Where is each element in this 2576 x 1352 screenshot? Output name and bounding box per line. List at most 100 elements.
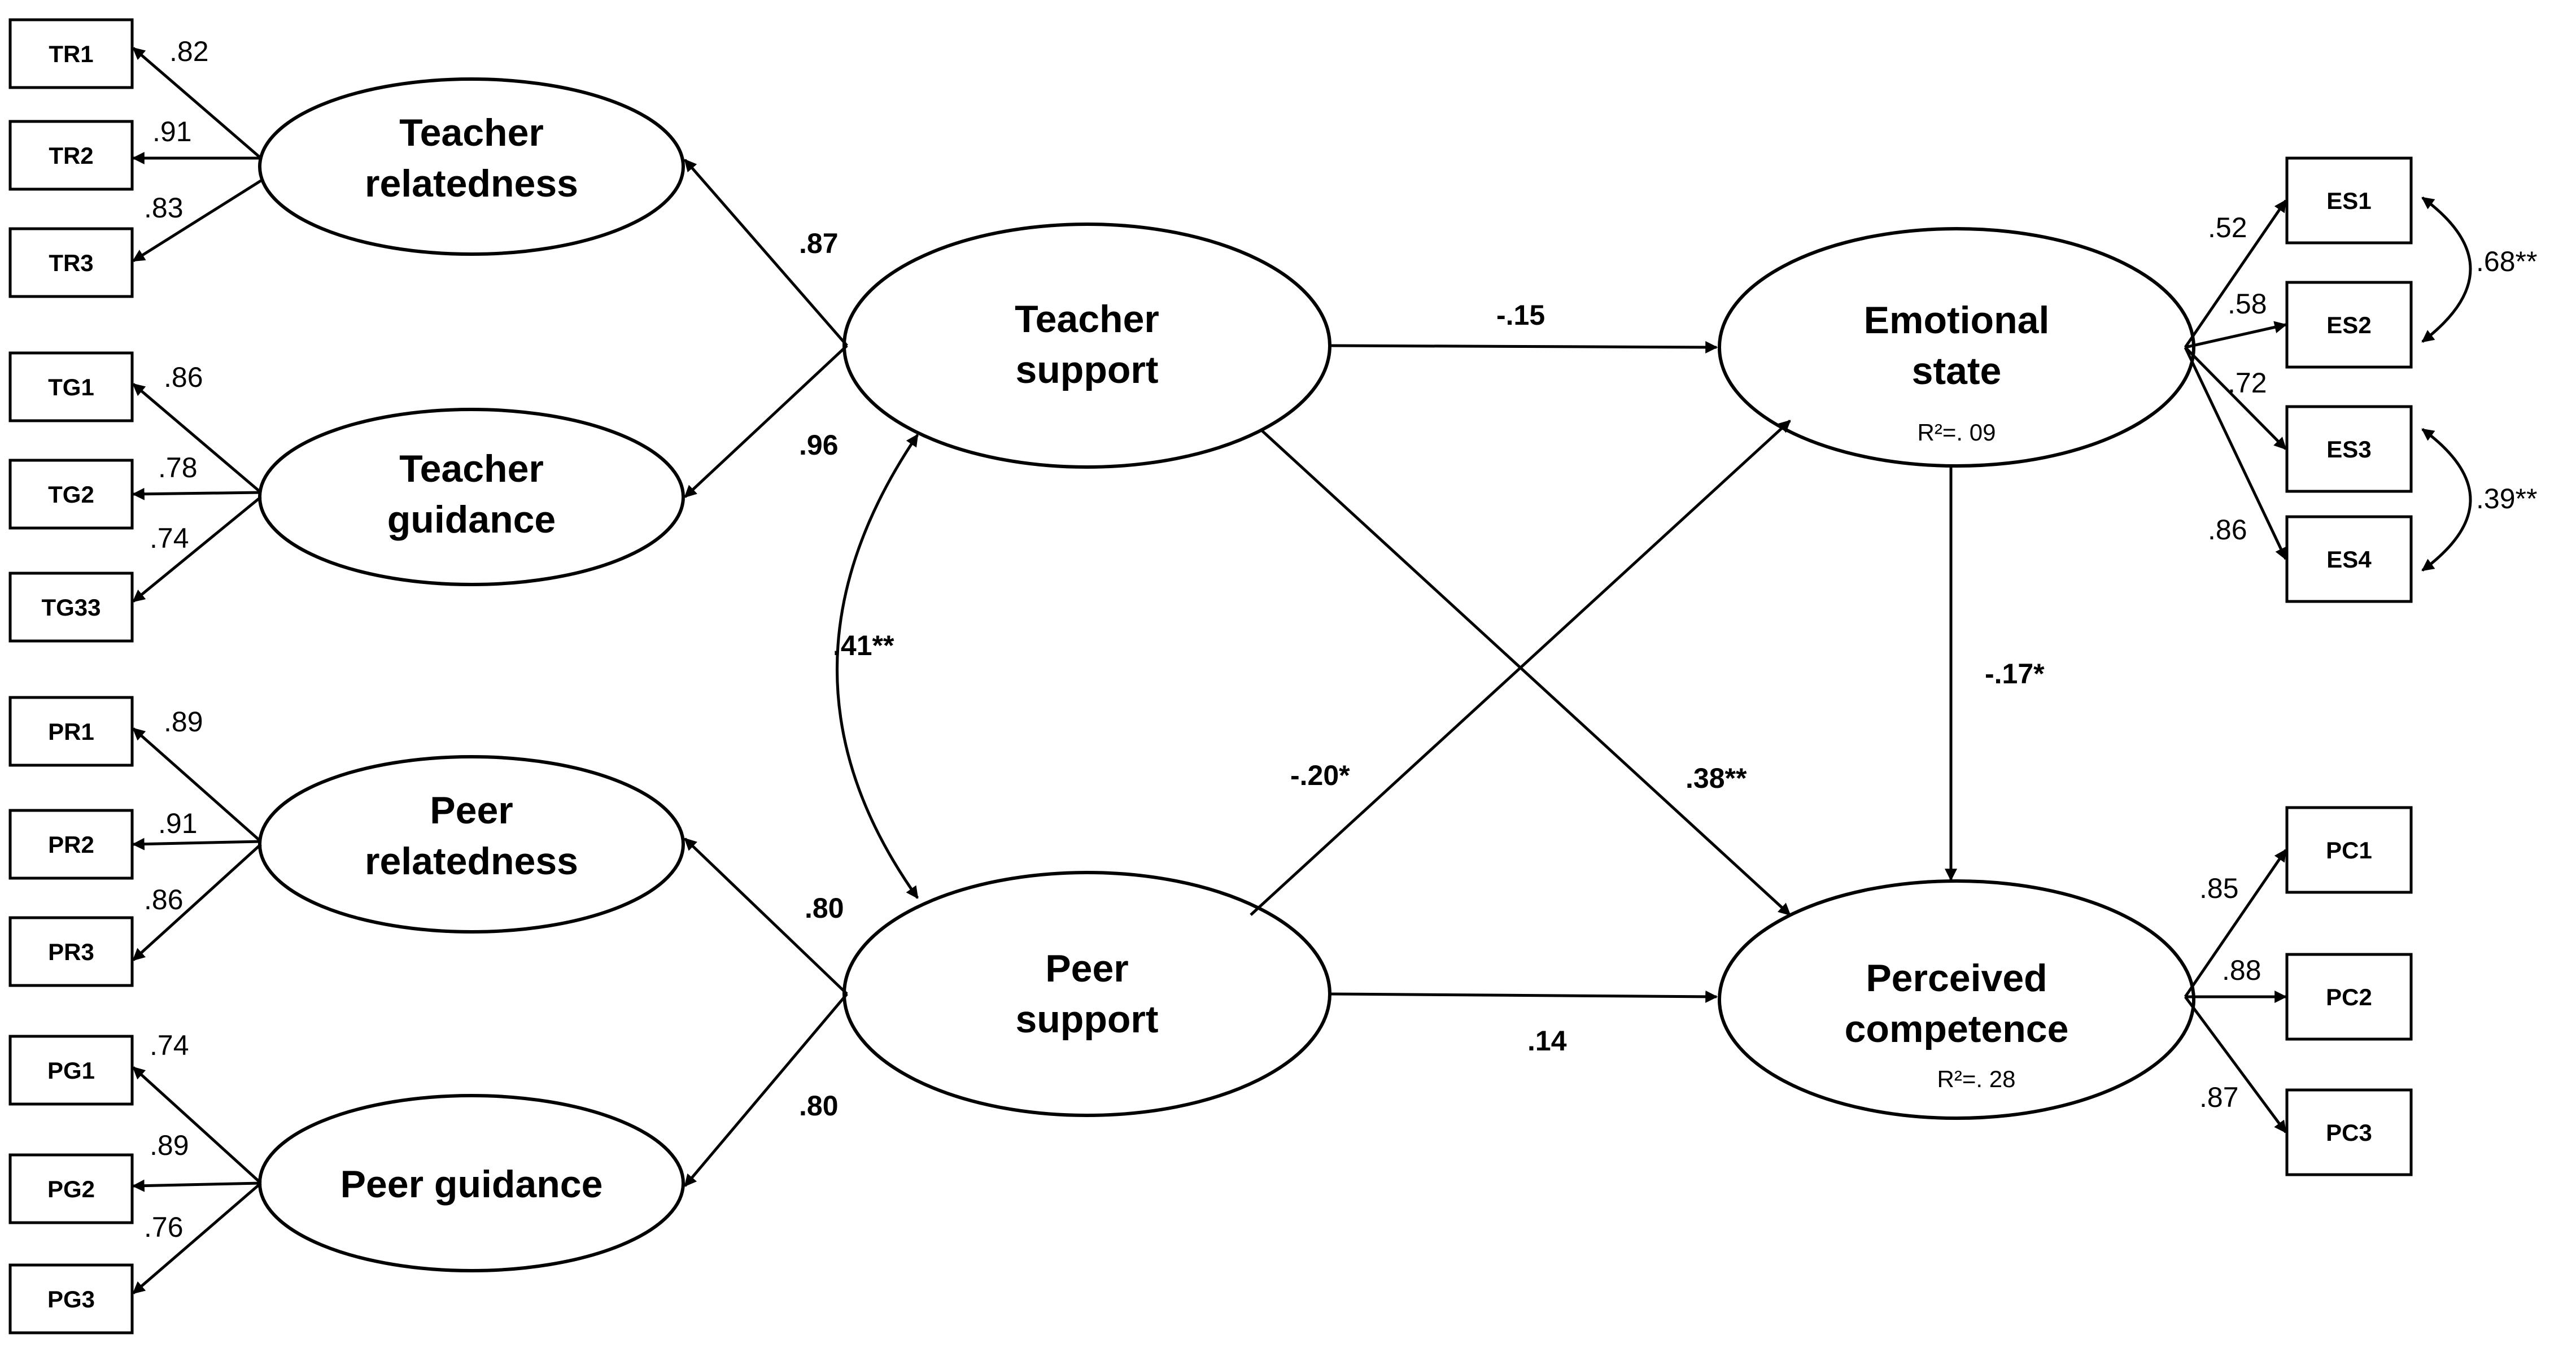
svg-text:ES2: ES2	[2326, 312, 2371, 338]
svg-text:.91: .91	[158, 808, 198, 839]
svg-text:TG1: TG1	[48, 374, 94, 400]
indicator-TG2: TG2	[8, 459, 134, 530]
svg-text:.88: .88	[2222, 954, 2261, 986]
second-order-labels: .87 .96 .80 .80	[799, 228, 844, 1122]
svg-text:.96: .96	[799, 429, 839, 461]
svg-text:.86: .86	[2208, 514, 2247, 546]
svg-text:.80: .80	[799, 1090, 839, 1122]
svg-text:.41**: .41**	[833, 630, 894, 661]
svg-text:.76: .76	[144, 1211, 184, 1243]
latent-perceived-competence: Perceived competence R²=. 28	[1718, 879, 2195, 1120]
svg-text:PR3: PR3	[48, 939, 94, 965]
indicator-PR3: PR3	[8, 916, 134, 987]
svg-text:PR2: PR2	[48, 831, 94, 858]
latent-emotional-state: Emotional state R²=. 09	[1718, 227, 2195, 468]
svg-text:relatedness: relatedness	[365, 840, 578, 883]
r-squared-perceived-competence: R²=. 28	[1937, 1066, 2016, 1092]
svg-text:ES4: ES4	[2326, 546, 2372, 573]
svg-text:-.15: -.15	[1496, 299, 1545, 331]
indicator-ES4: ES4	[2285, 515, 2413, 603]
svg-text:PG2: PG2	[47, 1176, 95, 1202]
indicator-PG2: PG2	[8, 1153, 134, 1224]
svg-text:Peer: Peer	[1045, 947, 1128, 990]
latent-peer-guidance: Peer guidance	[258, 1094, 685, 1272]
indicator-ES1: ES1	[2285, 156, 2413, 245]
svg-text:state: state	[1912, 350, 2002, 392]
svg-text:.89: .89	[164, 706, 203, 738]
indicator-TG33: TG33	[8, 572, 134, 643]
svg-text:support: support	[1015, 348, 1158, 391]
svg-text:TR3: TR3	[49, 250, 93, 276]
latent-peer-relatedness: Peer relatedness	[258, 755, 685, 934]
indicator-PC3: PC3	[2285, 1088, 2413, 1176]
indicator-ES3: ES3	[2285, 405, 2413, 493]
indicator-PG1: PG1	[8, 1035, 134, 1106]
indicator-PR1: PR1	[8, 696, 134, 767]
svg-text:.74: .74	[150, 1030, 189, 1061]
svg-text:.86: .86	[144, 884, 184, 915]
svg-text:.83: .83	[144, 192, 184, 224]
latent-teacher-relatedness: Teacher relatedness	[258, 77, 685, 256]
svg-text:TG33: TG33	[41, 594, 101, 621]
svg-text:Teacher: Teacher	[399, 447, 544, 490]
svg-text:PG3: PG3	[47, 1286, 95, 1312]
svg-text:Perceived: Perceived	[1866, 957, 2047, 1000]
indicator-ES2: ES2	[2285, 281, 2413, 369]
svg-text:.68**: .68**	[2476, 246, 2537, 277]
svg-text:.72: .72	[2228, 367, 2267, 399]
svg-text:.87: .87	[2199, 1081, 2239, 1113]
svg-text:PG1: PG1	[47, 1057, 95, 1084]
indicator-PC1: PC1	[2285, 806, 2413, 894]
svg-text:.91: .91	[152, 116, 192, 147]
path-labels: -.15 .38** -.20* .14 -.17*	[1290, 299, 2045, 1057]
svg-text:Teacher: Teacher	[1015, 298, 1159, 341]
svg-text:Teacher: Teacher	[399, 111, 544, 154]
svg-text:Emotional: Emotional	[1864, 299, 2050, 342]
svg-text:.58: .58	[2228, 288, 2267, 320]
svg-text:TG2: TG2	[48, 481, 94, 508]
loading-labels: .82 .91 .83 .86 .78 .74 .89 .91 .86 .74 …	[144, 36, 2267, 1243]
indicator-PG3: PG3	[8, 1263, 134, 1334]
latent-teacher-support: Teacher support	[842, 223, 1331, 469]
svg-text:PC3: PC3	[2326, 1119, 2372, 1146]
svg-text:.86: .86	[164, 361, 203, 393]
second-order-arrows	[684, 159, 848, 1187]
svg-text:Peer: Peer	[430, 789, 513, 832]
svg-text:.52: .52	[2208, 212, 2247, 243]
indicator-PC2: PC2	[2285, 953, 2413, 1041]
svg-text:Peer guidance: Peer guidance	[340, 1163, 603, 1206]
svg-text:.39**: .39**	[2476, 483, 2537, 514]
svg-text:ES3: ES3	[2326, 436, 2371, 463]
svg-text:PC2: PC2	[2326, 984, 2372, 1010]
loading-arrows	[132, 47, 2287, 1294]
indicator-TR3: TR3	[8, 227, 134, 298]
indicator-TG1: TG1	[8, 351, 134, 422]
structural-paths	[1250, 341, 1957, 1003]
svg-text:-.17*: -.17*	[1985, 658, 2045, 690]
svg-text:TR1: TR1	[49, 41, 93, 67]
svg-text:.82: .82	[169, 36, 209, 67]
svg-text:.87: .87	[799, 228, 839, 259]
covariance-labels: .41** .68** .39**	[833, 246, 2537, 661]
covariance-curves	[836, 196, 2472, 899]
indicator-TR2: TR2	[8, 120, 134, 191]
svg-text:PC1: PC1	[2326, 837, 2372, 863]
svg-text:.74: .74	[150, 522, 189, 554]
svg-text:.89: .89	[150, 1129, 189, 1161]
svg-text:competence: competence	[1845, 1008, 2069, 1050]
svg-text:.85: .85	[2199, 873, 2239, 904]
svg-text:.80: .80	[805, 892, 844, 924]
svg-text:guidance: guidance	[387, 498, 556, 541]
svg-text:-.20*: -.20*	[1290, 760, 1350, 791]
svg-text:.14: .14	[1527, 1025, 1567, 1057]
svg-text:TR2: TR2	[49, 142, 93, 169]
svg-text:.78: .78	[158, 452, 198, 483]
svg-text:relatedness: relatedness	[365, 162, 578, 205]
r-squared-emotional-state: R²=. 09	[1918, 419, 1996, 446]
indicator-TR1: TR1	[8, 18, 134, 89]
svg-text:.38**: .38**	[1686, 762, 1747, 794]
svg-text:PR1: PR1	[48, 718, 94, 745]
svg-text:ES1: ES1	[2326, 187, 2371, 214]
latent-teacher-guidance: Teacher guidance	[258, 408, 685, 586]
